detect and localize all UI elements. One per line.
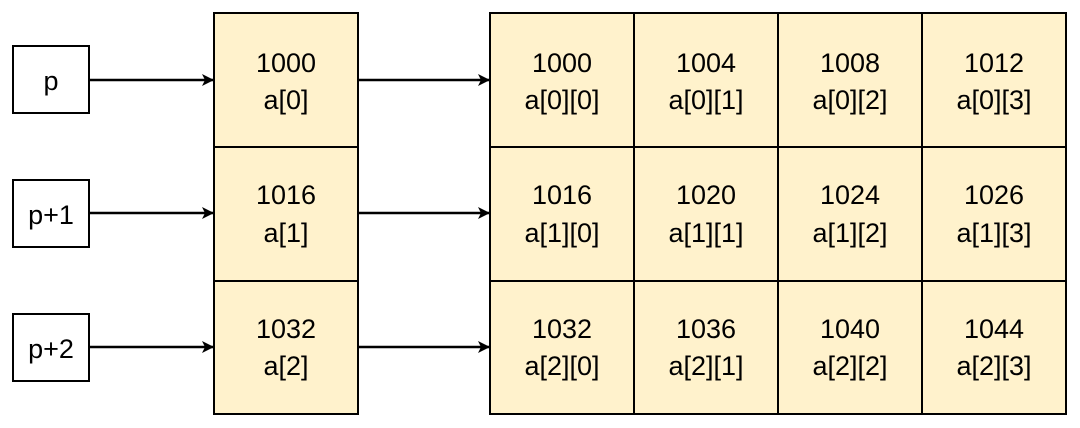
svg-text:1000: 1000 <box>256 48 316 78</box>
svg-text:a[2][2]: a[2][2] <box>812 351 887 381</box>
svg-text:1044: 1044 <box>964 314 1024 344</box>
svg-text:a[2]: a[2] <box>263 351 308 381</box>
svg-text:p: p <box>43 66 58 96</box>
svg-text:a[0]: a[0] <box>263 85 308 115</box>
svg-text:a[1][0]: a[1][0] <box>524 218 599 248</box>
cell-a2-1: 1036 a[2][1] <box>633 280 779 415</box>
row-pointer-a1: 1016 a[1] <box>213 146 359 282</box>
svg-text:a[0][2]: a[0][2] <box>812 85 887 115</box>
svg-text:1016: 1016 <box>256 180 316 210</box>
cell-a0-2: 1008 a[0][2] <box>777 12 923 148</box>
svg-text:1032: 1032 <box>256 314 316 344</box>
cell-a0-0: 1000 a[0][0] <box>489 12 635 148</box>
svg-text:1026: 1026 <box>964 180 1024 210</box>
svg-text:a[0][0]: a[0][0] <box>524 85 599 115</box>
pointer-p-plus-1: p+1 <box>12 179 90 248</box>
svg-text:a[0][3]: a[0][3] <box>956 85 1031 115</box>
cell-a2-2: 1040 a[2][2] <box>777 280 923 415</box>
pointer-p-plus-2: p+2 <box>12 313 90 382</box>
svg-text:a[1][1]: a[1][1] <box>668 218 743 248</box>
cell-a0-3: 1012 a[0][3] <box>921 12 1067 148</box>
cell-a1-2: 1024 a[1][2] <box>777 146 923 282</box>
pointer-p: p <box>12 45 90 114</box>
svg-text:p+2: p+2 <box>28 334 74 364</box>
svg-text:a[2][3]: a[2][3] <box>956 351 1031 381</box>
svg-text:1024: 1024 <box>820 180 880 210</box>
svg-text:a[2][1]: a[2][1] <box>668 351 743 381</box>
row-pointer-a2: 1032 a[2] <box>213 280 359 415</box>
svg-text:1008: 1008 <box>820 48 880 78</box>
svg-text:1012: 1012 <box>964 48 1024 78</box>
svg-text:p+1: p+1 <box>28 200 74 230</box>
svg-text:a[0][1]: a[0][1] <box>668 85 743 115</box>
svg-text:a[1][3]: a[1][3] <box>956 218 1031 248</box>
cell-a1-3: 1026 a[1][3] <box>921 146 1067 282</box>
svg-text:a[1][2]: a[1][2] <box>812 218 887 248</box>
svg-text:1040: 1040 <box>820 314 880 344</box>
cell-a2-3: 1044 a[2][3] <box>921 280 1067 415</box>
svg-text:1032: 1032 <box>532 314 592 344</box>
row-pointer-a0: 1000 a[0] <box>213 12 359 148</box>
cell-a0-1: 1004 a[0][1] <box>633 12 779 148</box>
svg-text:a[1]: a[1] <box>263 218 308 248</box>
cell-a1-0: 1016 a[1][0] <box>489 146 635 282</box>
svg-text:1016: 1016 <box>532 180 592 210</box>
svg-text:1020: 1020 <box>676 180 736 210</box>
svg-text:1036: 1036 <box>676 314 736 344</box>
svg-text:a[2][0]: a[2][0] <box>524 351 599 381</box>
svg-text:1000: 1000 <box>532 48 592 78</box>
svg-text:1004: 1004 <box>676 48 736 78</box>
cell-a1-1: 1020 a[1][1] <box>633 146 779 282</box>
cell-a2-0: 1032 a[2][0] <box>489 280 635 415</box>
